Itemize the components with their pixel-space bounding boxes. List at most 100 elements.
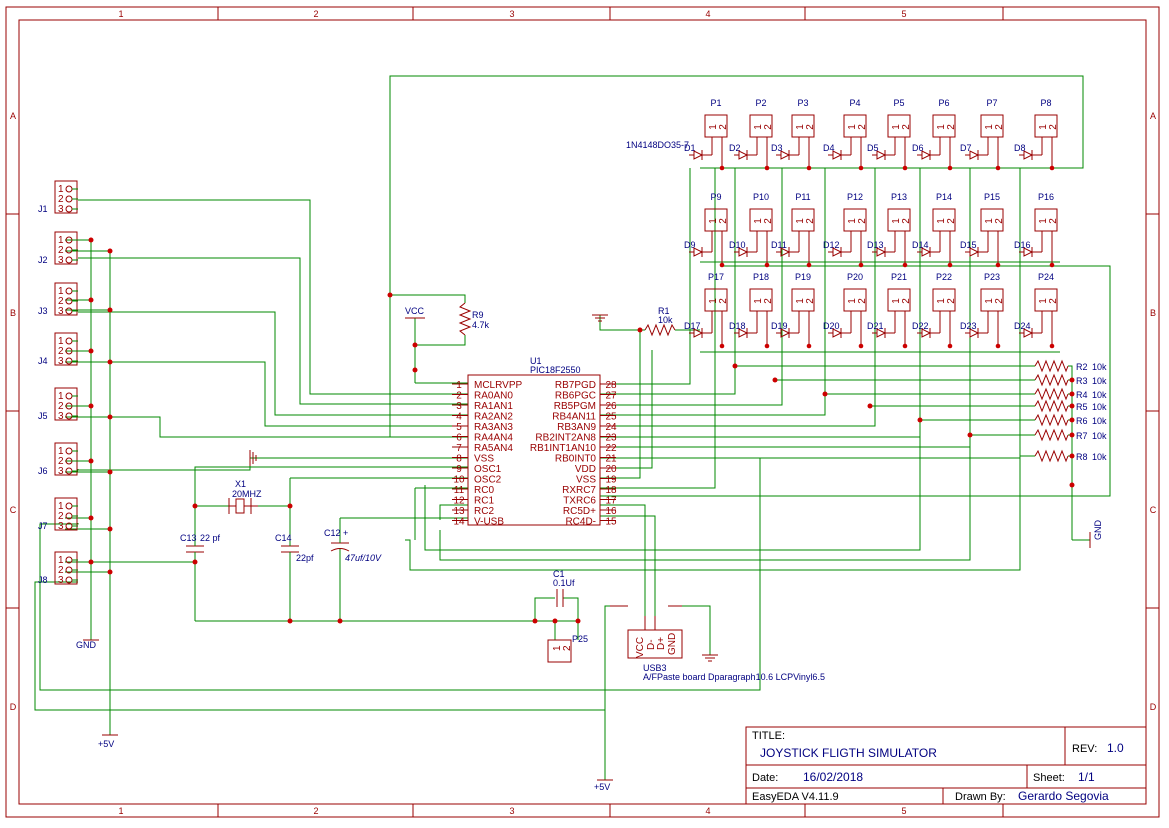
diode-d11: D11 (771, 240, 812, 268)
header-pin-number: 3 (58, 356, 64, 367)
resistor-ref: R8 (1076, 452, 1088, 462)
button-pin-2: 2 (994, 298, 1005, 304)
header-ref: J8 (38, 575, 48, 585)
button-ref: P10 (753, 192, 769, 202)
header-pin-number: 3 (58, 411, 64, 422)
diode-d21: D21 (867, 321, 908, 349)
diode-d9: D9 (684, 240, 725, 268)
grid-row-c-left: C (10, 505, 17, 515)
header-ref: J6 (38, 466, 48, 476)
ic-pin-name: RC4D- (565, 517, 596, 528)
diode-ref: D10 (729, 240, 746, 250)
button-ref: P20 (847, 272, 863, 282)
button-ref: P15 (984, 192, 1000, 202)
header-ref: J5 (38, 411, 48, 421)
ic-pin-name: RB0INT0 (555, 454, 597, 465)
resistor-value: 10k (1092, 416, 1107, 426)
resistor-value: 10k (1092, 431, 1107, 441)
usb-pin-vcc: VCC (635, 637, 646, 658)
button-pin-2: 2 (946, 124, 957, 130)
header-pin-hole (65, 502, 73, 510)
header-pin-number: 1 (58, 235, 64, 246)
button-pin-1: 1 (891, 298, 902, 304)
header-ref: J7 (38, 521, 48, 531)
diode-d12: D12 (823, 240, 864, 268)
button-pin-2: 2 (994, 124, 1005, 130)
diode-ref: D6 (912, 143, 924, 153)
ic-pin-number: 14 (453, 517, 465, 528)
resistor-ref: R4 (1076, 390, 1088, 400)
p25-pin-2: 2 (562, 645, 573, 651)
header-pin-hole (65, 412, 73, 420)
button-ref: P22 (936, 272, 952, 282)
button-pin-2: 2 (1048, 218, 1059, 224)
button-pin-2: 2 (763, 218, 774, 224)
ic-right-pins: 28RB7PGD27RB6PGC26RB5PGM25RB4AN1124RB3AN… (530, 380, 617, 528)
header-pin-number: 1 (58, 555, 64, 566)
usb-pin-dplus: D+ (656, 637, 667, 650)
ic-pin-number: 8 (456, 454, 462, 465)
ic-pin-name: VSS (576, 475, 596, 486)
grid-row-d-right: D (1150, 702, 1157, 712)
plus5v-symbol-bottom: +5V (594, 779, 613, 792)
ic-ref: U1 (530, 356, 542, 366)
diode-d17: D17 (684, 321, 725, 349)
ic-pin-name: RB6PGC (555, 391, 596, 402)
button-pin-2: 2 (901, 124, 912, 130)
grid-col-2-bottom: 2 (313, 806, 318, 816)
plus5v-symbol-left: +5V (98, 734, 118, 749)
diode-d20: D20 (823, 321, 864, 349)
connector-p25: 1 2 P25 (547, 634, 588, 663)
grid-row-a-left: A (10, 111, 16, 121)
diode-ref: D11 (771, 240, 787, 250)
ic-value: PIC18F2550 (530, 365, 581, 375)
diode-d13: D13 (867, 240, 908, 268)
button-pin-1: 1 (753, 218, 764, 224)
ic-pin-number: 27 (605, 391, 617, 402)
capacitor-c1: C1 0.1Uf (553, 569, 575, 607)
p25-ref: P25 (572, 634, 588, 644)
c13-ref: C13 (180, 533, 197, 543)
c1-ref: C1 (553, 569, 565, 579)
resistor-value: 10k (1092, 376, 1107, 386)
ic-pin-number: 20 (605, 464, 617, 475)
c14-ref: C14 (275, 533, 292, 543)
resistor-r1: R1 10k (644, 306, 676, 337)
diode-ref: D18 (729, 321, 746, 331)
button-pin-2: 2 (994, 218, 1005, 224)
header-ref: J1 (38, 204, 48, 214)
diode-ref: D2 (729, 143, 741, 153)
button-ref: P23 (984, 272, 1000, 282)
diode-ref: D3 (771, 143, 783, 153)
ic-pin-number: 2 (456, 391, 462, 402)
button-pin-1: 1 (753, 298, 764, 304)
ic-pin-number: 11 (454, 485, 465, 496)
button-ref: P2 (755, 98, 766, 108)
button-pin-2: 2 (946, 298, 957, 304)
button-ref: P12 (847, 192, 863, 202)
header-pin-number: 1 (58, 286, 64, 297)
grid-col-1-top: 1 (118, 9, 123, 19)
resistor-ref: R7 (1076, 431, 1088, 441)
grid-col-2-top: 2 (313, 9, 318, 19)
diode-d5: D5 (867, 143, 908, 171)
plus5v-label-bottom: +5V (594, 782, 610, 792)
ic-pin-name: RB5PGM (554, 401, 596, 412)
capacitor-c13: C13 22 pf (180, 533, 221, 560)
button-pin-1: 1 (795, 124, 806, 130)
header-pin-hole (65, 392, 73, 400)
resistor-value: 10k (1092, 452, 1107, 462)
grid-col-4-bottom: 4 (705, 806, 710, 816)
ic-pin-name: RA3AN3 (474, 422, 513, 433)
usb-connector: VCC D- D+ GND USB3 A/FPaste board Dparag… (610, 605, 825, 682)
